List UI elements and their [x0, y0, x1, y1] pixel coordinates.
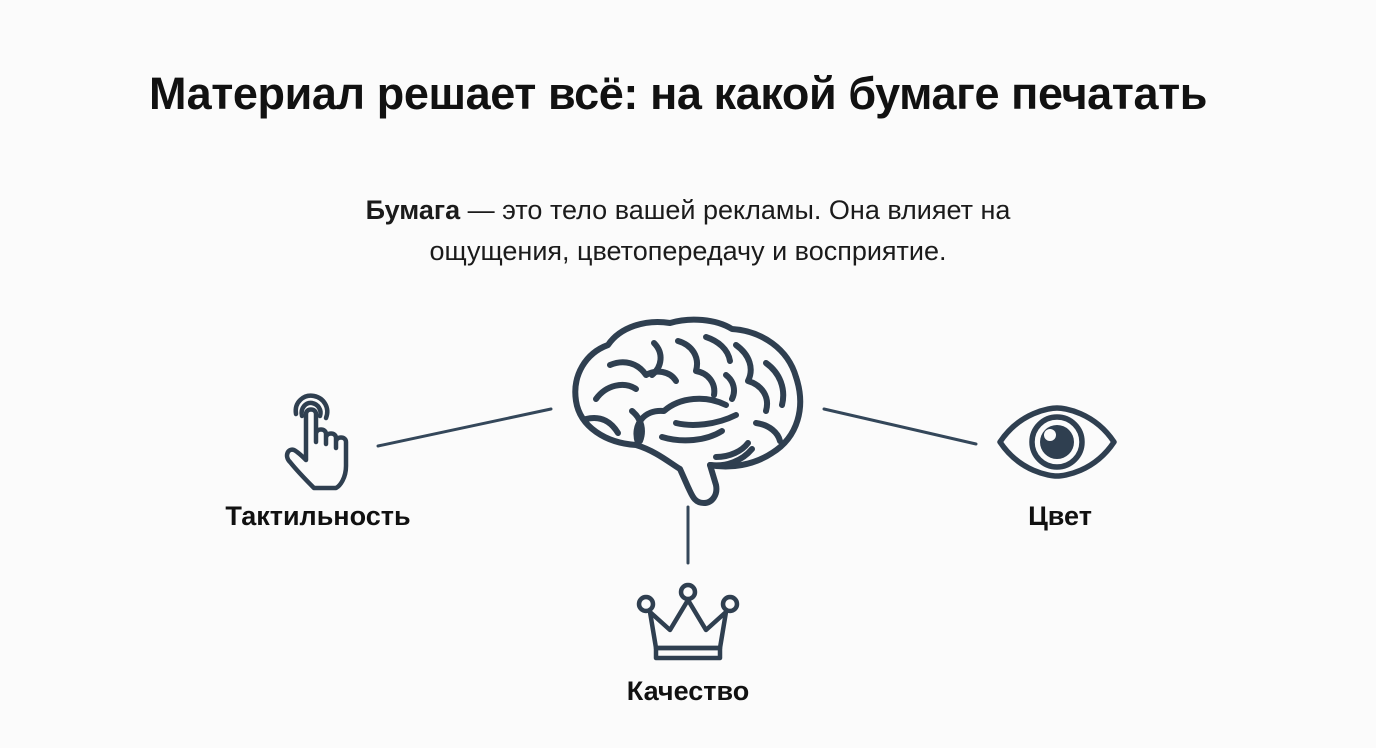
connector-left: [376, 407, 553, 448]
brain-icon: [572, 316, 804, 506]
intro-text: Бумага — это тело вашей рекламы. Она вли…: [0, 190, 1376, 272]
node-label-tactile: Тактильность: [225, 501, 411, 531]
intro-emphasis: Бумага: [365, 195, 461, 225]
node-label-quality: Качество: [626, 676, 750, 706]
page-title: Материал решает всё: на какой бумаге печ…: [149, 68, 1207, 119]
intro-line-2: ощущения, цветопередачу и восприятие.: [429, 236, 947, 266]
hand-pointer-icon: [284, 393, 349, 491]
intro-line-1: Бумага — это тело вашей рекламы. Она вли…: [0, 190, 1376, 231]
intro-line-1-rest: — это тело вашей рекламы. Она влияет на: [460, 195, 1011, 225]
crown-icon: [636, 582, 740, 661]
connector-right: [822, 407, 978, 446]
node-label-color: Цвет: [1028, 501, 1092, 531]
eye-icon: [997, 405, 1117, 479]
